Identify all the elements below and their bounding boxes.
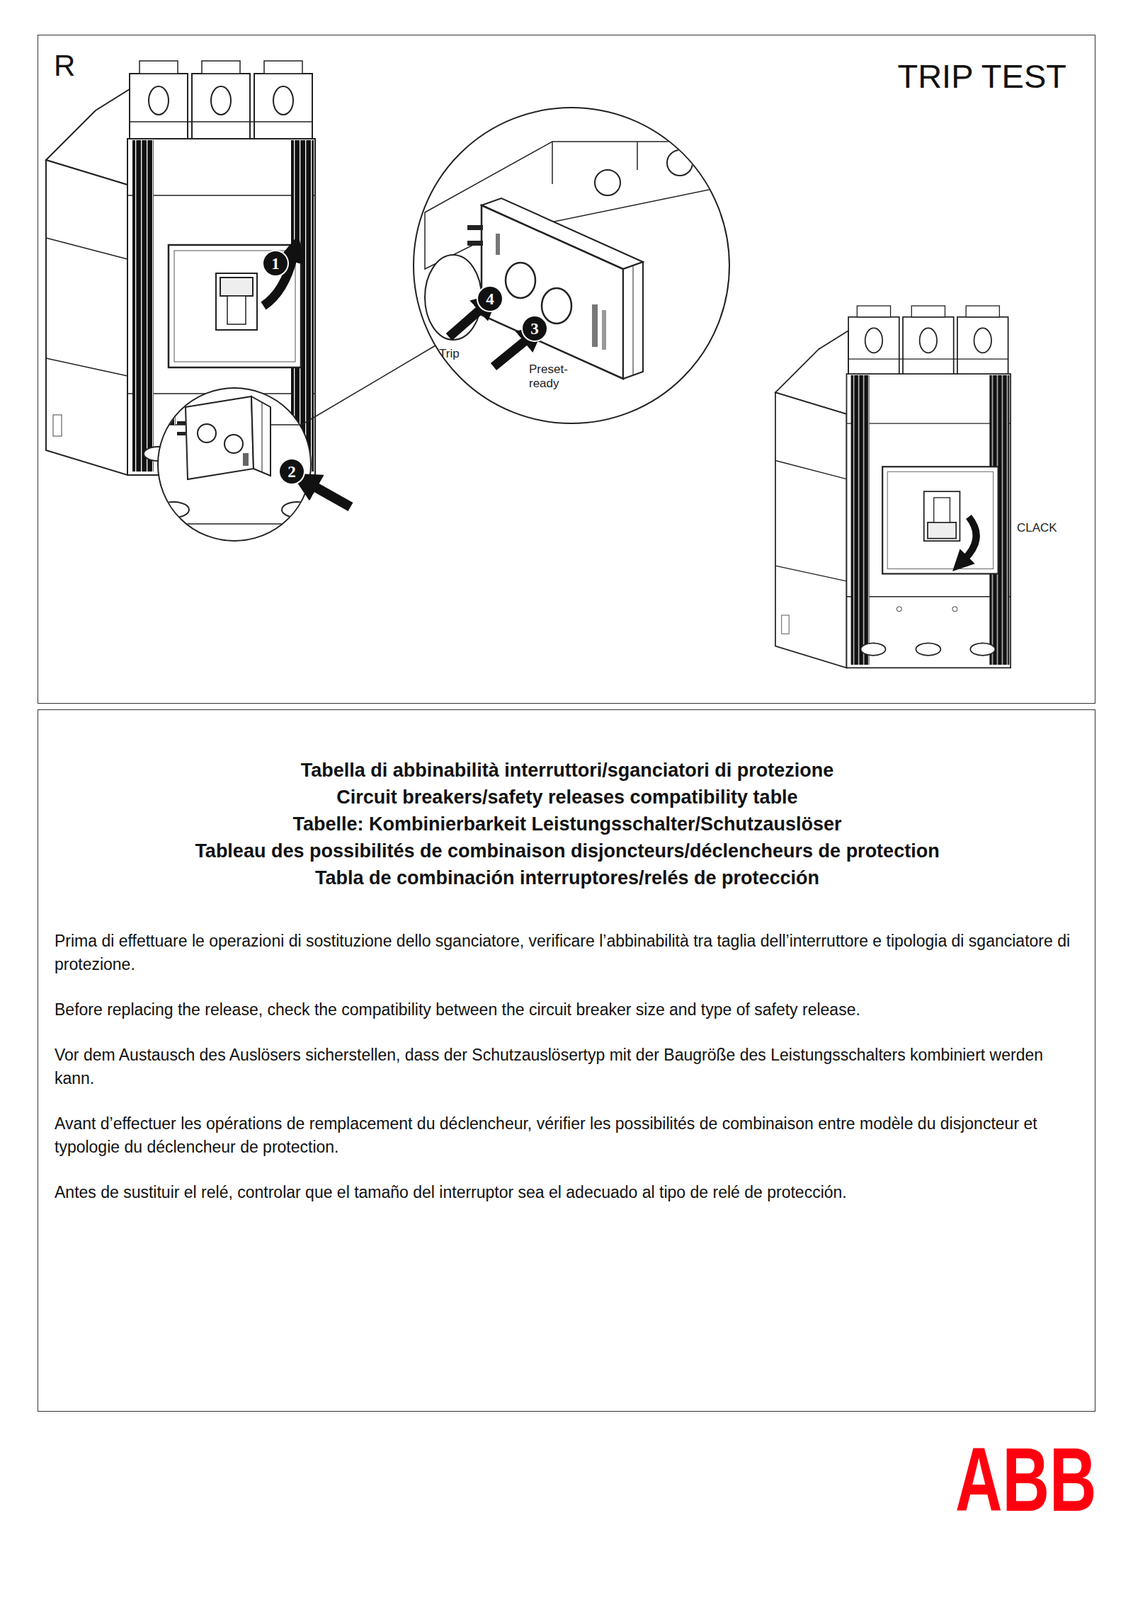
detail-circle (424, 141, 737, 379)
circuit-breaker (934, 497, 951, 523)
instruction-paragraph: Prima di effettuare le operazioni di sos… (54, 929, 1075, 977)
trip-test-device (251, 396, 271, 476)
detail-circle (424, 254, 482, 340)
circuit-breaker (220, 277, 253, 296)
trip-test-device (467, 225, 483, 231)
circuit-breaker (775, 305, 1011, 668)
table-title: Tabelle: Kombinierbarkeit Leistungsschal… (54, 810, 1080, 838)
title-group: Tabella di abbinabilità interruttori/sga… (54, 756, 1080, 892)
action-arrow (448, 307, 483, 338)
instruction-paragraph: Before replacing the release, check the … (54, 998, 1075, 1022)
action-arrow (311, 485, 351, 508)
detail-circle (667, 150, 693, 176)
callout-number: 3 (522, 316, 547, 341)
trip-test-device (242, 453, 249, 466)
table-title: Tabella di abbinabilità interruttori/sga… (54, 756, 1080, 784)
trip-test-device (633, 265, 634, 376)
detail-circle (157, 396, 176, 425)
callout-number: 1 (263, 251, 288, 276)
detail-circle (155, 396, 319, 525)
callout-number: 2 (279, 459, 304, 484)
button-label: Preset- ready (528, 362, 580, 391)
trip-test-device (467, 240, 483, 246)
table-title: Tabla de combinación interruptores/relés… (54, 864, 1080, 892)
action-arrow (493, 338, 529, 367)
detail-circle (552, 141, 638, 185)
trip-test-device (591, 304, 598, 347)
instruction-paragraph: Avant d’effectuer les opérations de remp… (54, 1112, 1075, 1160)
table-title: Circuit breakers/safety releases compati… (54, 783, 1080, 811)
page-heading: TRIP TEST (897, 59, 1067, 93)
detail-circle (594, 169, 621, 196)
trip-test-device (262, 402, 263, 473)
detail-circle (155, 523, 319, 525)
trip-test-device (224, 434, 243, 454)
detail-circle (413, 107, 737, 424)
trip-test-device (541, 288, 572, 324)
table-title: Tableau des possibilités de combinaison … (54, 837, 1080, 865)
trip-test-device (177, 421, 186, 425)
trip-test-device (197, 424, 216, 443)
button-label: Trip (439, 346, 460, 362)
brand-logo: ABB (955, 1434, 1097, 1526)
circuit-breaker (775, 305, 1011, 668)
detail-leader (300, 345, 436, 426)
trip-test-device (177, 431, 186, 436)
trip-test-device (495, 233, 500, 255)
callout-number: 4 (477, 286, 503, 311)
trip-test-device (185, 396, 254, 480)
detail-circle (157, 502, 190, 518)
detail-circle (155, 388, 319, 542)
trip-test-device (505, 262, 536, 299)
page-letter: R (53, 50, 76, 81)
trip-test-device (467, 198, 643, 379)
detail-circle (157, 388, 311, 542)
table-panel: Tabella di abbinabilità interruttori/sga… (37, 709, 1096, 1413)
trip-test-device (177, 396, 271, 480)
sound-label: CLACK (1016, 521, 1058, 536)
trip-test-device (481, 205, 624, 379)
trip-test-device (623, 262, 643, 379)
instruction-paragraph: Antes de sustituir el relé, controlar qu… (54, 1181, 1075, 1205)
detail-circle (281, 502, 313, 518)
instruction-paragraph: Vor dem Austausch des Auslösers sicherst… (54, 1043, 1075, 1091)
reset-arrow (964, 516, 977, 560)
circuit-breaker (227, 295, 246, 325)
trip-test-device (601, 310, 607, 350)
circuit-breaker (927, 522, 956, 539)
